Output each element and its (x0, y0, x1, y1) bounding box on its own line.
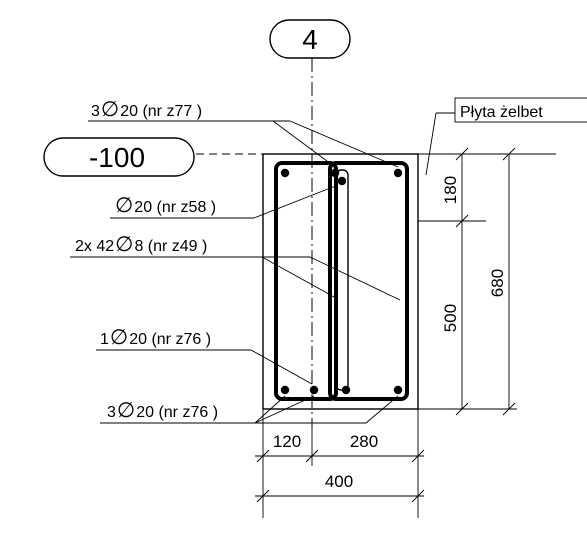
diameter-symbol: ∅ (117, 399, 135, 422)
leader-1 (254, 395, 286, 424)
dim-left-part: 120 (273, 432, 301, 451)
callout-count: 1 (100, 331, 109, 348)
leader-1 (261, 256, 337, 299)
rebar-top-2 (330, 168, 340, 178)
tick (455, 402, 469, 416)
slab-label-box (454, 97, 587, 123)
leader (250, 349, 313, 385)
svg-text:3∅20 (nr z76 ): 3∅20 (nr z76 ) (107, 399, 218, 422)
leader (253, 184, 339, 219)
rebar-top-4 (337, 176, 347, 186)
rebar-bottom-1 (280, 385, 290, 395)
slab-label-leader-b (425, 112, 437, 176)
callout-z76-single: 1∅20 (nr z76 ) (96, 326, 313, 385)
dim-below-slab: 500 (441, 304, 460, 332)
leader-2 (254, 395, 315, 424)
leader-1 (272, 120, 336, 168)
diameter-symbol: ∅ (110, 326, 128, 349)
dim-slab-thickness: 180 (441, 176, 460, 204)
callout-z76-bottom: 3∅20 (nr z76 ) (100, 395, 399, 424)
tick (502, 402, 516, 416)
rebar-bottom-2 (309, 385, 319, 395)
svg-text:3∅20 (nr z77 ): 3∅20 (nr z77 ) (91, 98, 202, 121)
tick (305, 449, 319, 463)
vertical-dimension-total: 680 (470, 147, 517, 416)
rebar-top-3 (393, 168, 403, 178)
callout-spec: 20 (nr z58 ) (134, 199, 216, 216)
stirrup-right (328, 161, 409, 401)
callout-spec: 8 (nr z49 ) (134, 238, 207, 255)
leader-2 (289, 120, 399, 168)
tick (256, 449, 270, 463)
callout-count: 3 (91, 103, 100, 120)
tick (502, 147, 516, 161)
dim-total-width: 400 (325, 472, 353, 491)
rebar-bottom-3 (341, 385, 351, 395)
leader-3 (365, 395, 399, 424)
dim-right-part: 280 (350, 432, 378, 451)
beam-outline (262, 153, 419, 410)
tick (455, 147, 469, 161)
grid-axis-marker: 4 (269, 19, 351, 59)
callout-count: 2x 42 (75, 238, 114, 255)
grid-axis-bubble (269, 19, 351, 59)
horizontal-dimension-total: 400 (255, 472, 425, 503)
callout-count: 3 (107, 404, 116, 421)
diameter-symbol: ∅ (101, 98, 119, 121)
rebar-top-1 (280, 168, 290, 178)
tick (411, 489, 425, 503)
leader-2 (309, 256, 401, 301)
rebars (280, 168, 403, 395)
svg-text:1∅20 (nr z76 ): 1∅20 (nr z76 ) (100, 326, 211, 349)
level-marker-bubble (43, 137, 195, 177)
callout-spec: 20 (nr z76 ) (129, 331, 211, 348)
grid-axis-label: 4 (302, 24, 318, 55)
tick (455, 214, 469, 228)
tick (411, 449, 425, 463)
tick (256, 489, 270, 503)
callout-spec: 20 (nr z77 ) (120, 103, 202, 120)
level-marker-label: -100 (89, 142, 145, 173)
slab-label: Płyta żelbet (460, 104, 543, 121)
callout-z58: ∅20 (nr z58 ) (110, 184, 339, 219)
horizontal-dimension-parts: 120 280 (255, 409, 425, 518)
diameter-symbol: ∅ (115, 233, 133, 256)
rebar-bottom-4 (393, 385, 403, 395)
callout-z49: 2x 42∅8 (nr z49 ) (70, 233, 401, 301)
callout-z77-top: 3∅20 (nr z77 ) (88, 98, 399, 168)
diameter-symbol: ∅ (115, 194, 133, 217)
dim-total-height: 680 (488, 269, 507, 297)
svg-text:∅20 (nr z58 ): ∅20 (nr z58 ) (115, 194, 216, 217)
callout-spec: 20 (nr z76 ) (136, 404, 218, 421)
vertical-dimension-inner: 180 500 (418, 147, 470, 416)
level-marker: -100 (43, 137, 262, 177)
svg-text:2x 42∅8 (nr z49 ): 2x 42∅8 (nr z49 ) (75, 233, 207, 256)
